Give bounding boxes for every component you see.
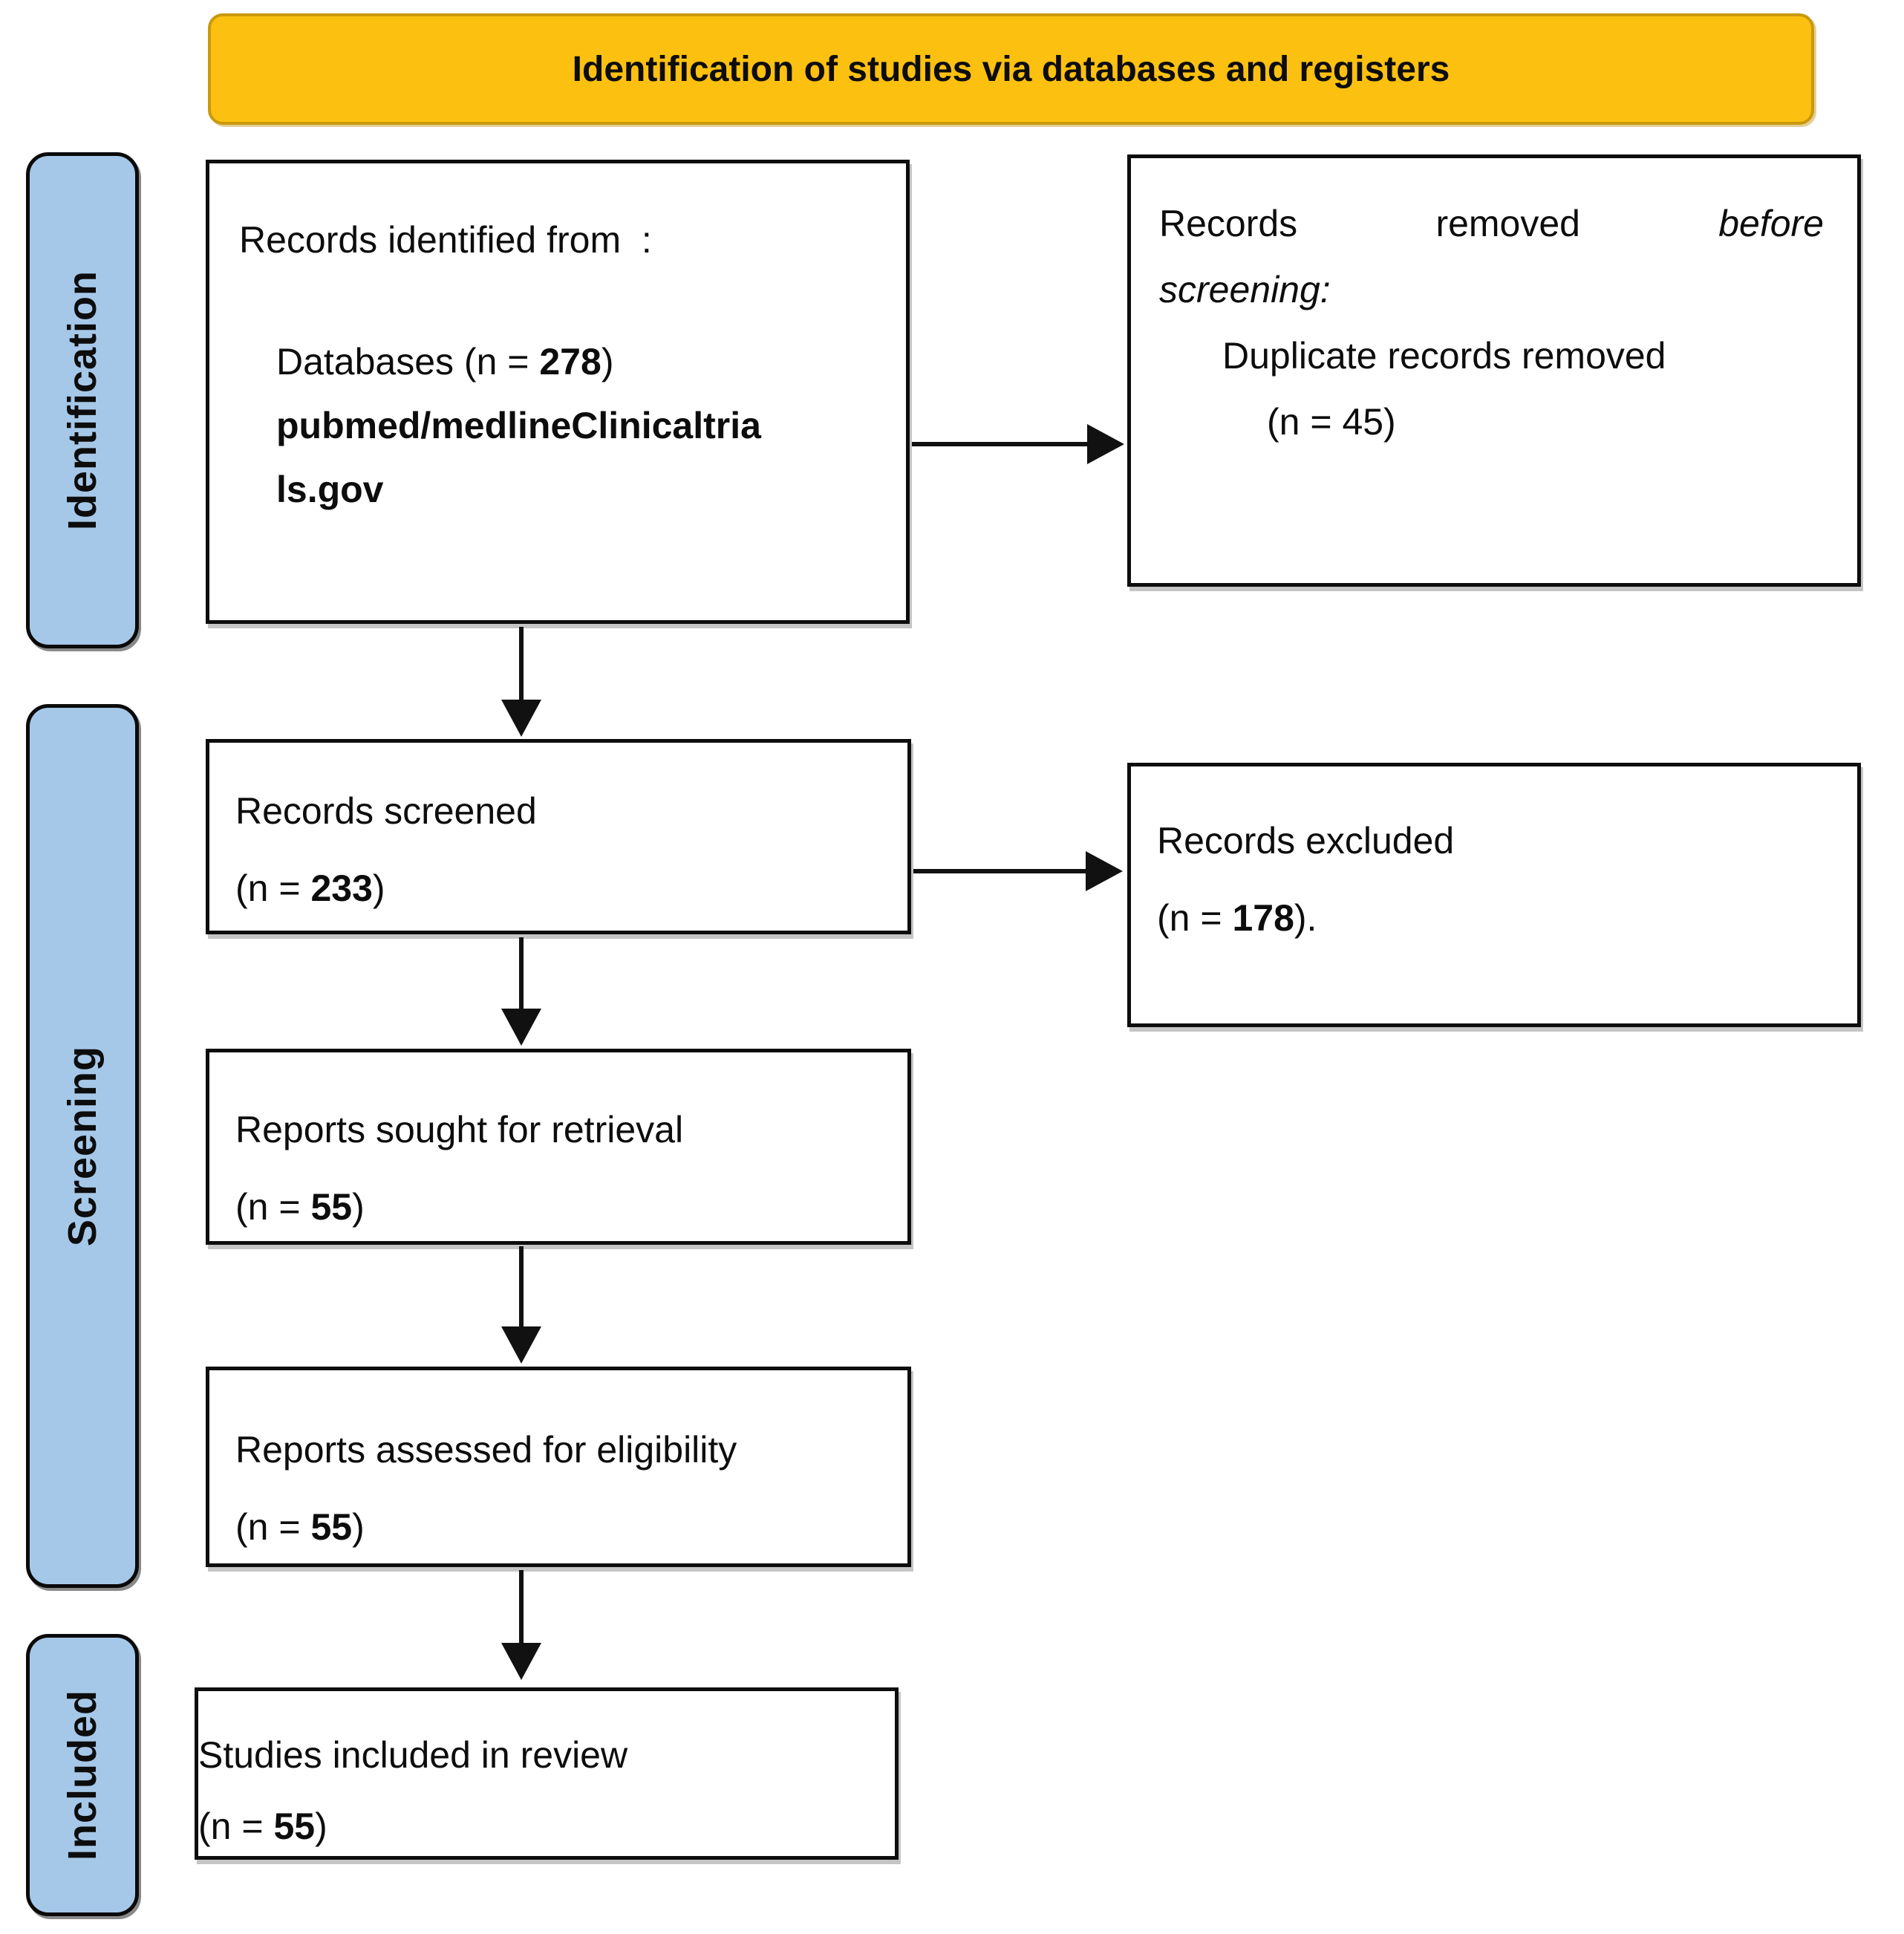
records-excluded-title: Records excluded (1157, 820, 1455, 862)
box-records-screened: Records screened (n = 233) (206, 739, 911, 934)
removed-word-removed: removed (1435, 203, 1580, 244)
reports-sought-title: Reports sought for retrieval (235, 1109, 684, 1150)
count-suffix: ) (352, 1186, 365, 1228)
count-suffix: ) (372, 867, 385, 909)
studies-included-count: (n = 55) (198, 1791, 895, 1862)
count-value: 55 (310, 1506, 353, 1548)
banner-title: Identification of studies via databases … (572, 49, 1450, 89)
count-suffix: ). (1294, 897, 1317, 939)
stage-included: Included (26, 1634, 139, 1916)
arrow-screened-to-excluded-shaft (913, 869, 1089, 873)
box-records-removed: Records removed before screening: Duplic… (1127, 154, 1861, 587)
reports-assessed-title: Reports assessed for eligibility (235, 1429, 737, 1471)
banner: Identification of studies via databases … (208, 13, 1814, 125)
count-suffix: ) (315, 1806, 327, 1847)
records-removed-title-line2: screening: (1159, 269, 1331, 310)
records-screened-count: (n = 233) (235, 850, 889, 927)
reports-assessed-count: (n = 55) (235, 1488, 889, 1566)
arrow-identified-to-screened-shaft (519, 627, 524, 703)
count-prefix: (n = (198, 1806, 274, 1847)
box-records-identified: Records identified from : Databases (n =… (206, 160, 910, 624)
duplicate-records-removed: Duplicate records removed (1222, 335, 1666, 377)
removed-word-records: Records (1159, 203, 1298, 244)
count-value: 233 (310, 867, 373, 909)
arrow-identified-to-removed-head (1087, 424, 1124, 464)
count-value: 178 (1232, 897, 1294, 939)
count-value: 55 (310, 1186, 353, 1228)
removed-word-before: before (1718, 203, 1824, 244)
box-reports-assessed: Reports assessed for eligibility (n = 55… (206, 1367, 911, 1567)
stage-identification-label: Identification (60, 270, 105, 530)
count-prefix: (n = (235, 867, 311, 909)
reports-sought-count: (n = 55) (235, 1168, 889, 1246)
count-prefix: (n = (1157, 897, 1233, 939)
databases-count-suffix: ) (601, 341, 614, 382)
arrow-screened-to-excluded-head (1086, 851, 1123, 891)
box-records-excluded: Records excluded (n = 178). (1127, 763, 1861, 1027)
spacer (239, 272, 876, 330)
arrow-identified-to-removed-shaft (912, 442, 1090, 446)
count-value: 55 (273, 1806, 316, 1847)
records-identified-databases: Databases (n = 278) (239, 330, 876, 394)
records-removed-title-line1: Records removed before (1159, 191, 1824, 257)
stage-included-label: Included (60, 1689, 105, 1860)
arrow-assessed-to-included-shaft (519, 1570, 524, 1646)
duplicate-records-count: (n = 45) (1267, 401, 1396, 443)
studies-included-title: Studies included in review (198, 1734, 628, 1776)
arrow-sought-to-assessed-shaft (519, 1246, 524, 1329)
records-identified-source-line2: ls.gov (276, 469, 384, 510)
box-studies-included: Studies included in review (n = 55) (195, 1687, 899, 1860)
stage-identification: Identification (26, 152, 139, 648)
count-suffix: ) (352, 1506, 365, 1548)
count-prefix: (n = (235, 1506, 311, 1548)
databases-count-prefix: Databases (n = (276, 341, 540, 382)
stage-screening: Screening (26, 704, 139, 1588)
records-excluded-count: (n = 178). (1157, 879, 1839, 957)
count-prefix: (n = (235, 1186, 311, 1228)
stage-screening-label: Screening (60, 1045, 105, 1247)
arrow-screened-to-sought-head (501, 1009, 541, 1046)
records-identified-source-line1: pubmed/medlineClinicaltria (276, 405, 761, 446)
databases-count-value: 278 (539, 341, 601, 382)
box-reports-sought: Reports sought for retrieval (n = 55) (206, 1049, 911, 1245)
arrow-sought-to-assessed-head (501, 1326, 541, 1364)
arrow-identified-to-screened-head (501, 700, 541, 737)
arrow-assessed-to-included-head (501, 1643, 541, 1680)
arrow-screened-to-sought-shaft (519, 937, 524, 1013)
records-screened-title: Records screened (235, 790, 537, 832)
records-identified-title: Records identified from : (239, 219, 652, 261)
